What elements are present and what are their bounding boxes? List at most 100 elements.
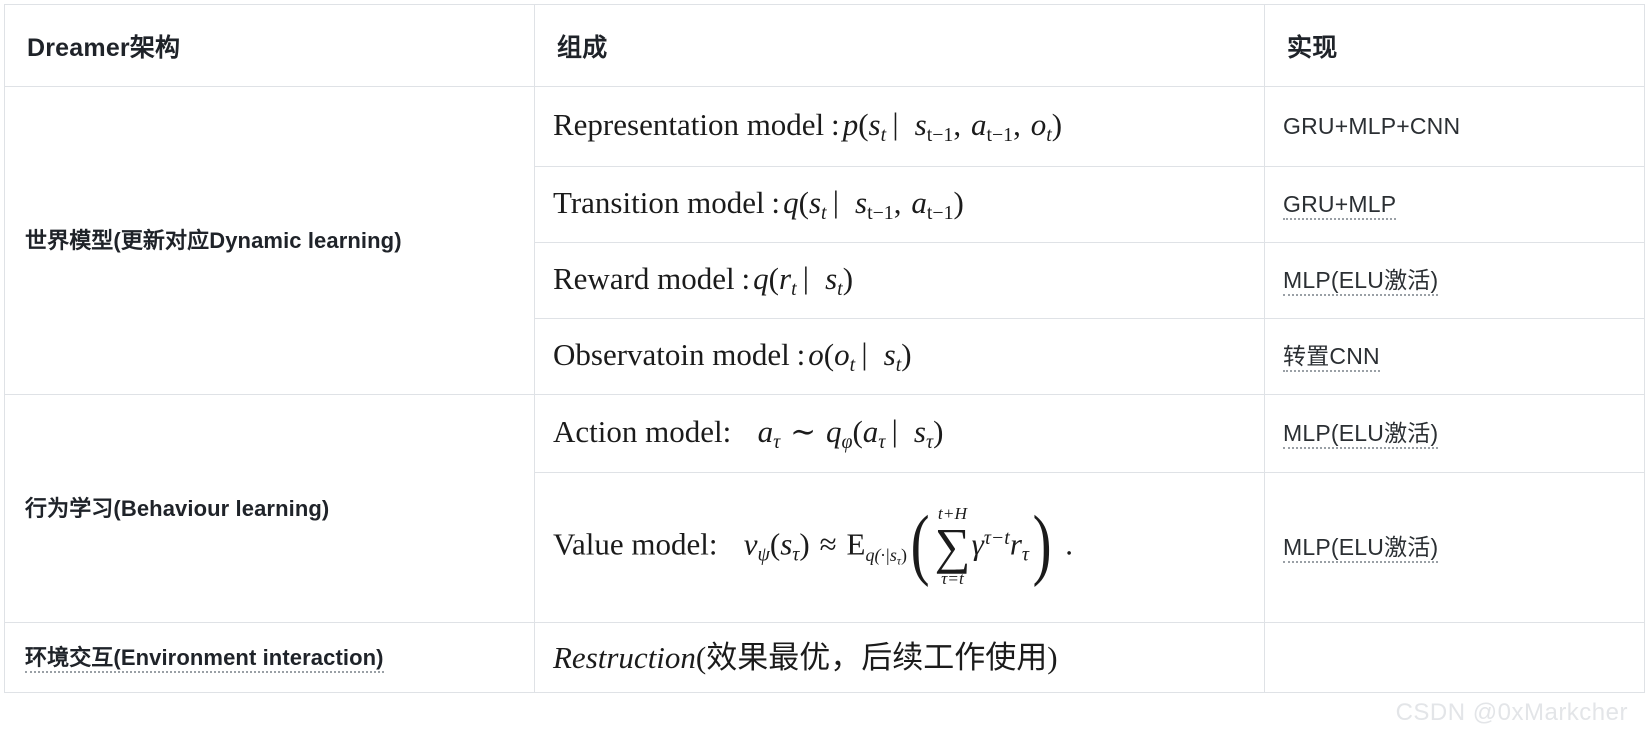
formula-subscript: τ [878,430,886,453]
formula-subscript: t [849,353,856,376]
implementation-reward-model: MLP(ELU激活) [1264,242,1645,319]
column-header-implementation: 实现 [1264,4,1645,87]
table-row: 世界模型(更新对应Dynamic learning) Representatio… [4,86,1645,395]
formula-close-paren: ) [933,413,944,449]
implementation-text: GRU+MLP+CNN [1283,112,1461,139]
implementation-value-model: MLP(ELU激活) [1264,472,1645,623]
formula-sigma-glyph: ∑ [934,518,971,575]
formula-subscript: t−1 [867,201,894,224]
formula-conditional-bar: | [892,106,899,142]
table-row: Observatoin model:o(ot|st) 转置CNN [5,318,1645,395]
formula-label: Representation model [553,106,825,142]
formula-label: Observatoin model [553,336,790,372]
formula-var: s [883,336,896,372]
formula-fn: q [825,413,842,449]
formula-restruction: Restruction(效果最优，后续工作使用) [553,640,1264,676]
dreamer-architecture-table: Dreamer架构 组成 实现 世界模型(更新对应Dynamic learnin… [4,4,1645,693]
formula-var: o [1030,106,1047,142]
formula-comma: , [893,184,902,220]
formula-label: Reward model [553,260,735,296]
formula-var: s [855,184,868,220]
formula-close-paren: ) [953,184,964,220]
formula-var: s [914,106,927,142]
formula-close-paren: ) [1051,106,1063,142]
formula-conditional-bar: | [861,336,868,372]
implementation-text: MLP(ELU激活) [1283,419,1644,449]
formula-var: a [970,106,987,142]
formula-relation: ∼ [790,413,817,449]
composition-restruction: Restruction(效果最优，后续工作使用) [534,622,1265,693]
formula-sum-lower-limit: τ=t [941,568,964,588]
formula-subscript: t [880,123,887,146]
formula-comma: , [1013,106,1021,142]
table-row: 环境交互(Environment interaction) Restructio… [4,622,1645,693]
formula-open-paren: ( [852,413,863,449]
implementation-action-model: MLP(ELU激活) [1264,394,1645,473]
formula-subscript: t−1 [986,123,1014,146]
formula-label: Action model: [553,413,732,449]
formula-var: s [868,106,881,142]
formula-label: Value model: [553,526,718,562]
implementation-representation-model: GRU+MLP+CNN [1264,86,1645,167]
table-body: 世界模型(更新对应Dynamic learning) Representatio… [4,86,1645,693]
formula-subscript: t [821,201,827,224]
formula-fn: o [808,336,824,372]
formula-subscript: t [837,277,843,300]
group-label-world-model: 世界模型(更新对应Dynamic learning) [4,86,535,395]
formula-close-paren: ) [901,336,912,372]
group-label-behaviour-learning: 行为学习(Behaviour learning) [4,394,535,623]
table-row: Transition model:q(st|st−1,at−1) GRU+MLP [5,166,1645,243]
formula-subscript: t−1 [926,123,954,146]
implementation-text: 转置CNN [1283,342,1644,372]
formula-subscript: t [791,277,797,300]
formula-expectation-subscript: q(·|sτ) [865,544,907,568]
formula-var: o [834,336,850,372]
implementation-text-underlined: MLP(ELU激活) [1283,266,1439,296]
formula-subscript-open: q(·| [865,544,890,565]
formula-open-paren: ( [858,106,869,142]
column-header-architecture: Dreamer架构 [4,4,535,87]
formula-expectation: E [846,526,866,562]
implementation-restruction [1264,622,1645,693]
implementation-text-underlined: MLP(ELU激活) [1283,419,1439,449]
formula-restruction-note: (效果最优，后续工作使用) [695,639,1058,675]
formula-var: a [911,184,927,220]
composition-action-model: Action model:aτ∼qφ(aτ|sτ) [534,394,1265,473]
formula-relation: ≈ [819,526,837,562]
formula-fn: q [753,260,769,296]
formula-colon: : [831,106,840,142]
formula-var: r [1009,526,1022,562]
formula-reward-model: Reward model:q(rt|st) [553,260,1264,301]
column-header-composition-label: 组成 [557,33,608,62]
composition-observation-model: Observatoin model:o(ot|st) [534,318,1265,395]
formula-conditional-bar: | [802,260,809,296]
formula-subscript: τ [925,430,934,453]
implementation-text-underlined: MLP(ELU激活) [1283,533,1439,563]
formula-colon: : [796,336,806,372]
formula-colon: : [741,260,751,296]
column-header-composition: 组成 [534,4,1265,87]
group-label-environment-interaction-text: 环境交互(Environment interaction) [25,643,514,673]
formula-observation-model: Observatoin model:o(ot|st) [553,336,1264,377]
formula-subscript: τ [773,430,781,453]
formula-superscript: τ−t [983,527,1010,550]
formula-subscript-var: s [889,544,897,565]
formula-transition-model: Transition model:q(st|st−1,at−1) [553,184,1264,225]
formula-close-paren: ) [799,526,810,562]
formula-fn: p [842,106,859,142]
column-header-implementation-label: 实现 [1287,33,1338,62]
formula-fn: q [783,184,799,220]
table-row: Reward model:q(rt|st) MLP(ELU激活) [5,242,1645,319]
formula-subscript: φ [841,430,853,453]
formula-action-model: Action model:aτ∼qφ(aτ|sτ) [553,413,1264,454]
formula-colon: : [771,184,781,220]
formula-subscript-inner: τ [896,555,902,568]
formula-gamma: γ [971,526,984,562]
implementation-text: GRU+MLP [1283,190,1644,220]
formula-subscript: t [895,353,902,376]
formula-comma: , [953,106,962,142]
formula-var: s [913,413,926,449]
